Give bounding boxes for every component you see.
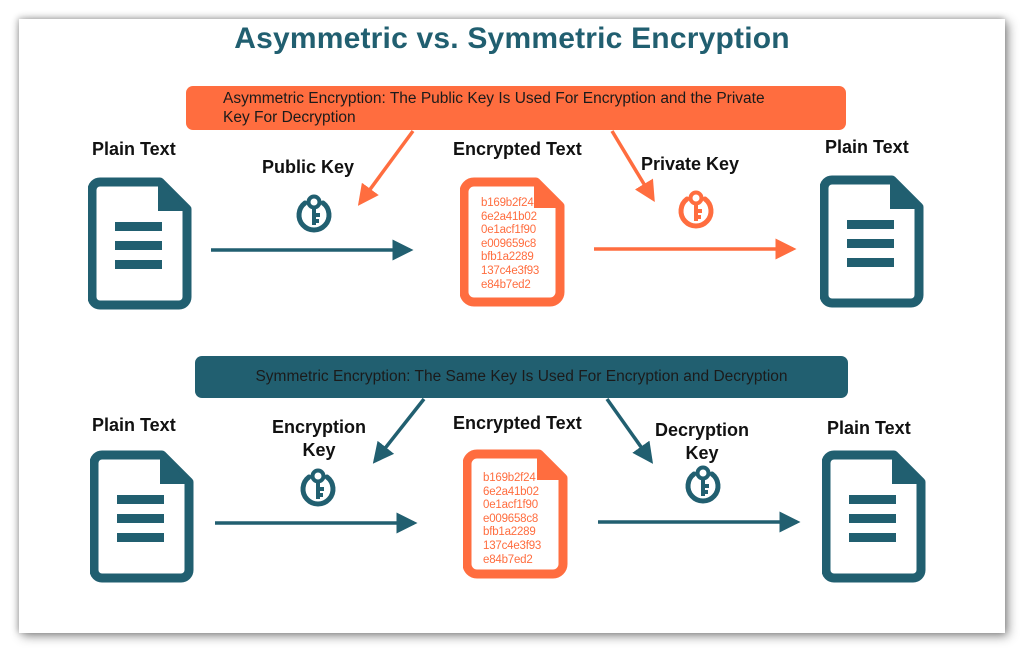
sym-encryption-key-label-line2: Key <box>302 440 336 460</box>
asym-cipher-line: 0e1acf1f90 <box>481 224 536 237</box>
sym-source-document-icon <box>90 450 194 583</box>
sym-ciphertext: b169b2f24 6e2a41b02 0e1acf1f90 e009658c8… <box>483 472 541 567</box>
asymmetric-banner: Asymmetric Encryption: The Public Key Is… <box>186 86 846 130</box>
diagram-title: Asymmetric vs. Symmetric Encryption <box>234 22 790 55</box>
sym-source-label: Plain Text <box>92 415 176 435</box>
asym-cipher-line: 137c4e3f93 <box>481 264 540 277</box>
sym-cipher-line: e009658c8 <box>483 512 539 525</box>
sym-cipher-line: 6e2a41b02 <box>483 485 539 498</box>
asym-ciphertext: b169b2f24 6e2a41b02 0e1acf1f90 e009659c8… <box>481 197 539 292</box>
sym-encryption-key-pointer-arrow <box>372 397 426 464</box>
symmetric-banner: Symmetric Encryption: The Same Key Is Us… <box>195 356 848 398</box>
sym-encrypted-label: Encrypted Text <box>453 413 582 433</box>
sym-decryption-key-label: Decryption Key <box>650 419 754 465</box>
asym-private-key-pointer-arrow <box>610 130 655 202</box>
sym-cipher-line: 137c4e3f93 <box>483 539 542 552</box>
sym-cipher-line: bfb1a2289 <box>483 526 536 539</box>
asym-private-key-label: Private Key <box>641 154 740 174</box>
sym-cipher-line: b169b2f24 <box>483 472 536 484</box>
sym-encrypted-document-icon <box>463 449 568 579</box>
asym-source-document-icon <box>88 177 192 310</box>
sym-decryption-key-pointer-arrow <box>605 397 654 464</box>
sym-target-label: Plain Text <box>827 418 911 438</box>
asym-cipher-line: 6e2a41b02 <box>481 210 537 223</box>
asym-public-key-icon <box>296 194 332 233</box>
sym-decryption-key-label-line1: Decryption <box>654 420 750 440</box>
sym-cipher-line: e84b7ed2 <box>483 553 533 566</box>
asym-target-label: Plain Text <box>825 137 909 157</box>
asym-cipher-line: bfb1a2289 <box>481 251 534 264</box>
sym-encryption-key-icon <box>300 468 336 507</box>
asym-encrypted-document-icon <box>460 177 565 307</box>
asym-private-key-icon <box>678 190 714 229</box>
asym-public-key-pointer-arrow <box>357 129 415 206</box>
sym-target-document-icon <box>822 450 926 583</box>
asym-encrypted-label: Encrypted Text <box>453 139 582 159</box>
asym-cipher-line: e009659c8 <box>481 237 537 250</box>
asym-source-label: Plain Text <box>92 139 176 159</box>
asym-cipher-line: e84b7ed2 <box>481 278 531 291</box>
sym-encryption-key-label: Encryption Key <box>266 416 372 462</box>
sym-cipher-line: 0e1acf1f90 <box>483 499 538 512</box>
sym-encryption-key-label-line1: Encryption <box>271 417 366 437</box>
sym-decryption-key-label-line2: Key <box>685 443 719 463</box>
asymmetric-banner-line1: Asymmetric Encryption: The Public Key Is… <box>223 90 765 107</box>
asym-cipher-line: b169b2f24 <box>481 197 534 209</box>
sym-decryption-key-icon <box>685 465 721 504</box>
asymmetric-banner-line2: Key For Decryption <box>223 109 356 126</box>
asym-public-key-label: Public Key <box>262 157 355 177</box>
asym-target-document-icon <box>820 175 924 308</box>
